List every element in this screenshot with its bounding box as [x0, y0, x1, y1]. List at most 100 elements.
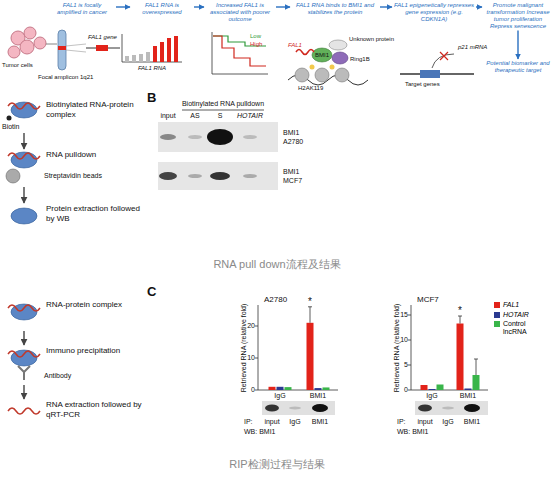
chart-bar: [323, 387, 330, 390]
node-text: FAL1 is focally amplified in cancer: [50, 2, 114, 16]
flow-arrow: [116, 6, 130, 7]
western-blot: [158, 122, 278, 152]
protein-label: BMI1: [315, 52, 329, 59]
legend-row: Control lncRNA: [494, 320, 550, 335]
cell-line-label: A2780: [283, 138, 303, 146]
tumor-cell: [34, 37, 46, 49]
workflow-step: Biotinylated RNA-protein complex: [2, 100, 142, 132]
node-text: Protein extraction followed by WB: [46, 204, 142, 223]
survival-curve: [213, 36, 266, 66]
chart-bar: [307, 323, 314, 390]
chart-axis: [122, 34, 182, 62]
expression-bar: [167, 38, 171, 62]
step-heading: FAL1 is focally amplified in cancer: [50, 2, 114, 16]
chart-bar: [465, 389, 472, 391]
icon-label: Antibody: [44, 372, 71, 380]
workflow-step: Protein extraction followed by WB: [2, 204, 142, 232]
expression-bar: [125, 56, 129, 62]
protein-label: Unknown protein: [349, 36, 394, 43]
expression-bar: [174, 36, 178, 62]
lane-label: BMI1: [312, 418, 328, 426]
western-blot: [158, 162, 278, 190]
error-bar: [474, 359, 478, 375]
lane-label: HOTAIR: [237, 112, 263, 120]
blot-band: [210, 172, 230, 180]
tumor-cell: [8, 46, 20, 58]
blot-label: BMI1: [283, 129, 299, 137]
chart-axis: [255, 305, 338, 390]
tick-label: 20: [247, 322, 255, 330]
biotin-dot: [7, 116, 12, 121]
significance-mark: *: [308, 296, 312, 307]
blot-label: IP:: [397, 418, 406, 426]
flow-arrow: [23, 187, 24, 203]
gene-label: Target genes: [405, 81, 440, 88]
blot-band: [289, 407, 301, 410]
legend-text: HOTAIR: [503, 311, 543, 319]
repression-cross: [440, 52, 448, 60]
blot-band: [188, 135, 202, 139]
ubiquitin-mark: [310, 65, 315, 70]
blot-band: [418, 405, 432, 412]
lane-label: IgG: [289, 418, 300, 426]
ubiquitin-mark: [330, 65, 335, 70]
blot-band: [207, 129, 233, 145]
icon-label: Streptavidin beads: [44, 172, 102, 180]
curve-label: High: [250, 41, 262, 48]
error-bar: [458, 316, 462, 324]
gene-label: FAL1 gene: [88, 34, 117, 41]
group-label: BMI1: [460, 392, 476, 400]
histone-mark-label: H2AK119: [298, 85, 323, 92]
blot-band: [159, 172, 177, 180]
legend-text: Control lncRNA: [503, 320, 543, 335]
flow-arrow: [23, 133, 24, 149]
rna-icon: [8, 305, 40, 311]
axis-title: Retrieved RNA (relative fold): [240, 304, 248, 393]
western-blot: [262, 401, 335, 415]
chart-title: A2780: [264, 296, 287, 305]
tumor-cell: [20, 40, 34, 54]
node-text: Immuno precipitation: [46, 346, 142, 356]
step-heading: FAL1 epigenetically represses gene expre…: [394, 2, 474, 23]
workflow-step: RNA-protein complex: [2, 300, 142, 330]
flow-arrow: [276, 6, 290, 7]
node-text: Promote malignant transformation Increas…: [484, 2, 552, 30]
expression-bar: [153, 46, 157, 62]
western-blot: [415, 401, 488, 415]
blot-band: [160, 134, 176, 140]
expression-bar: [139, 54, 143, 62]
blot-band: [243, 174, 257, 178]
legend-row: HOTAIR: [494, 311, 550, 319]
error-bar: [308, 307, 312, 323]
flow-arrow: [194, 6, 204, 7]
node-text: Increased FAL1 is associated with poorer…: [206, 2, 274, 23]
group-label: IgG: [274, 392, 285, 400]
amplicon-band: [58, 46, 66, 50]
step-heading: Promote malignant transformation Increas…: [484, 2, 552, 30]
node-text: RNA pulldown: [46, 150, 142, 160]
transcription-arrow: [432, 54, 454, 68]
protein-icon: [11, 208, 37, 224]
step-heading: Potential biomarker and therapeutic targ…: [484, 60, 552, 74]
cell-label: Tumor cells: [2, 62, 33, 69]
tick-label: 15: [400, 311, 408, 319]
tick-label: 10: [247, 354, 255, 362]
zoom-line: [66, 44, 86, 52]
tick-label: 5: [404, 361, 408, 369]
group-label: BMI1: [310, 392, 326, 400]
figure-caption: RNA pull down流程及结果: [213, 258, 340, 270]
panel-letter: C: [147, 285, 156, 299]
fal1-rna: [296, 50, 314, 55]
protein-label: Ring1B: [350, 56, 370, 63]
rna-icon: [8, 153, 40, 159]
rna-icon: [8, 351, 40, 357]
chromosome: [58, 30, 66, 70]
chart-bar: [457, 324, 464, 391]
cell-line-label: MCF7: [283, 177, 302, 185]
workflow-step: Immuno precipitation: [2, 346, 142, 384]
ring1b-protein: [332, 52, 348, 64]
chart-bar: [421, 385, 428, 390]
chart-axis: [408, 305, 488, 390]
